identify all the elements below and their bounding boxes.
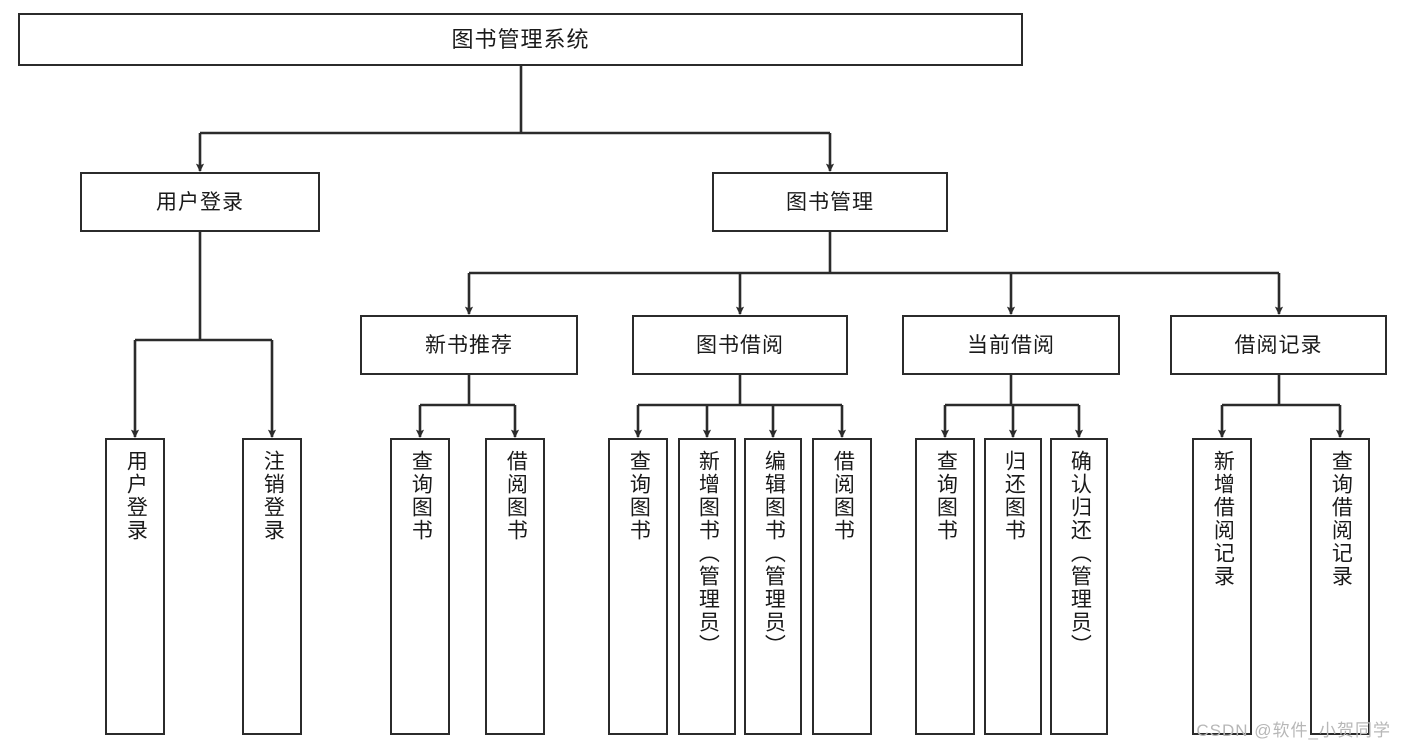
node-label: 查询图书	[627, 450, 651, 542]
node-leaf-query-book-2: 查询图书	[608, 438, 668, 735]
node-label: 注销登录	[261, 450, 285, 542]
node-label: 查询图书	[409, 450, 433, 542]
connector-lines	[130, 66, 1345, 438]
node-label: 借阅图书	[831, 450, 855, 542]
node-label: 新增借阅记录	[1211, 450, 1235, 588]
node-label: 查询借阅记录	[1329, 450, 1353, 588]
node-label: 查询图书	[934, 450, 958, 542]
node-user-login: 用户登录	[80, 172, 320, 232]
node-label: 图书借阅	[696, 333, 784, 357]
node-label: 新书推荐	[425, 333, 513, 357]
node-leaf-borrow-book-1: 借阅图书	[485, 438, 545, 735]
node-leaf-add-book: 新增图书（管理员）	[678, 438, 736, 735]
node-label: 用户登录	[124, 450, 148, 542]
node-label: 图书管理系统	[451, 26, 590, 52]
node-leaf-return-book: 归还图书	[984, 438, 1042, 735]
node-current-borrow: 当前借阅	[902, 315, 1120, 375]
node-label: 图书管理	[786, 190, 874, 214]
node-leaf-add-record: 新增借阅记录	[1192, 438, 1252, 735]
node-leaf-confirm-return: 确认归还（管理员）	[1050, 438, 1108, 735]
node-borrow-record: 借阅记录	[1170, 315, 1387, 375]
node-leaf-user-login: 用户登录	[105, 438, 165, 735]
node-leaf-edit-book: 编辑图书（管理员）	[744, 438, 802, 735]
node-label: 用户登录	[156, 190, 244, 214]
node-book-borrow: 图书借阅	[632, 315, 848, 375]
node-book-manage: 图书管理	[712, 172, 948, 232]
node-label: 借阅图书	[504, 450, 528, 542]
node-label: 新增图书（管理员）	[696, 450, 720, 657]
node-label: 确认归还（管理员）	[1068, 450, 1092, 657]
node-label: 借阅记录	[1234, 333, 1323, 357]
node-root: 图书管理系统	[18, 13, 1023, 66]
node-label: 当前借阅	[967, 333, 1055, 357]
node-leaf-query-book-3: 查询图书	[915, 438, 975, 735]
node-label: 归还图书	[1002, 450, 1026, 542]
node-label: 编辑图书（管理员）	[762, 450, 786, 657]
node-leaf-borrow-book-2: 借阅图书	[812, 438, 872, 735]
node-leaf-user-logout: 注销登录	[242, 438, 302, 735]
node-leaf-query-book-1: 查询图书	[390, 438, 450, 735]
node-new-book-rec: 新书推荐	[360, 315, 578, 375]
node-leaf-query-record: 查询借阅记录	[1310, 438, 1370, 735]
